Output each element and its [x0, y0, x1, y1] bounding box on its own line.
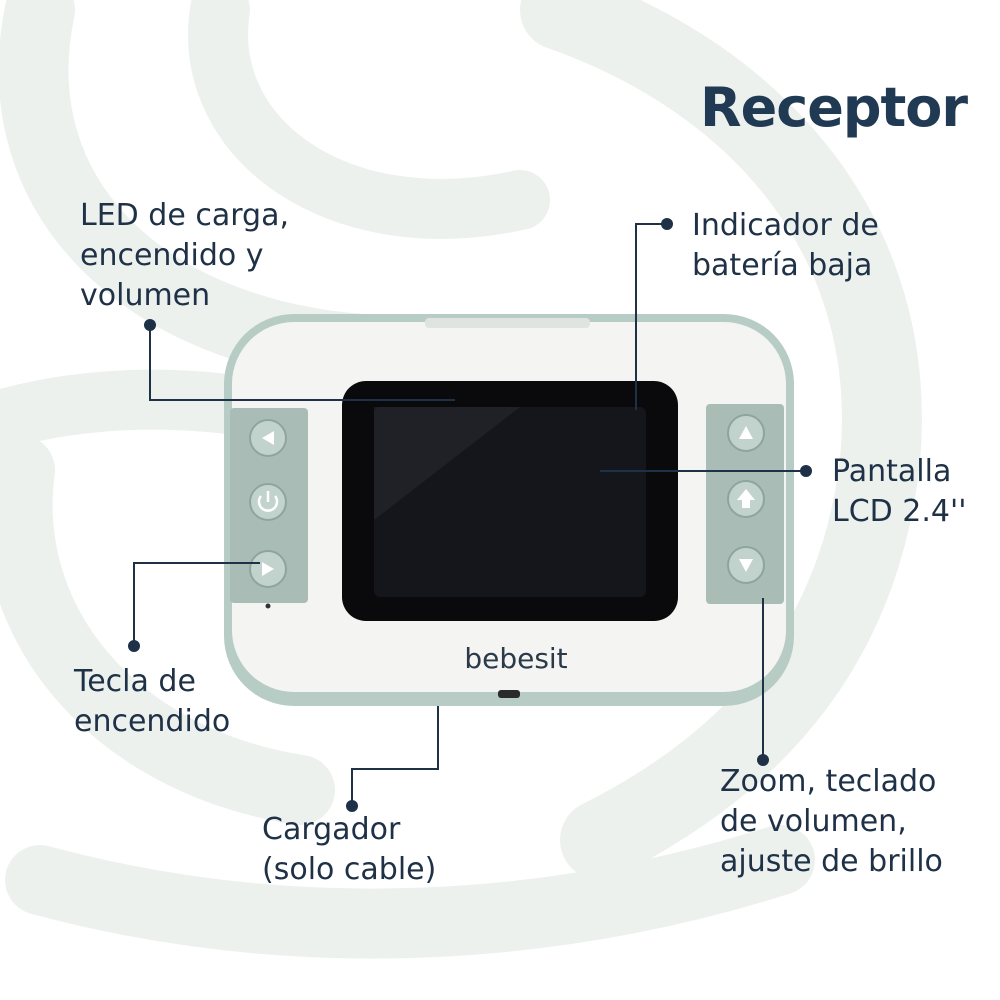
label-led-line-2: encendido y: [80, 238, 264, 273]
label-charger-line-2: (solo cable): [262, 852, 437, 887]
label-battery: Indicador de batería baja: [692, 206, 879, 286]
top-strip: [425, 318, 590, 328]
label-power-line-1: Tecla de: [74, 664, 196, 699]
up-arrow-icon[interactable]: [727, 414, 765, 452]
brand-logo: bebesit: [464, 642, 567, 675]
screen-glare: [374, 407, 520, 520]
label-screen: Pantalla LCD 2.4'': [832, 452, 967, 532]
power-icon[interactable]: [249, 483, 287, 521]
label-screen-line-1: Pantalla: [832, 454, 952, 489]
label-power-line-2: encendido: [74, 704, 231, 739]
label-screen-line-2: LCD 2.4'': [832, 494, 967, 529]
label-zoom-line-3: ajuste de brillo: [720, 844, 943, 879]
right-arrow-icon[interactable]: [249, 550, 287, 588]
label-battery-line-2: batería baja: [692, 248, 873, 283]
label-zoom-line-2: de volumen,: [720, 804, 907, 839]
label-zoom: Zoom, teclado de volumen, ajuste de bril…: [720, 762, 943, 882]
label-led-line-1: LED de carga,: [80, 198, 289, 233]
left-arrow-icon[interactable]: [249, 419, 287, 457]
label-zoom-line-1: Zoom, teclado: [720, 764, 937, 799]
label-led: LED de carga, encendido y volumen: [80, 196, 289, 316]
zoom-icon[interactable]: [727, 480, 765, 518]
page-title: Receptor: [700, 76, 968, 139]
label-charger-line-1: Cargador: [262, 812, 401, 847]
label-charger: Cargador (solo cable): [262, 810, 436, 890]
down-arrow-icon[interactable]: [727, 546, 765, 584]
charging-port: [498, 690, 520, 698]
label-battery-line-1: Indicador de: [692, 208, 879, 243]
led-dot: [265, 603, 271, 609]
label-power: Tecla de encendido: [74, 662, 230, 742]
label-led-line-3: volumen: [80, 278, 211, 313]
